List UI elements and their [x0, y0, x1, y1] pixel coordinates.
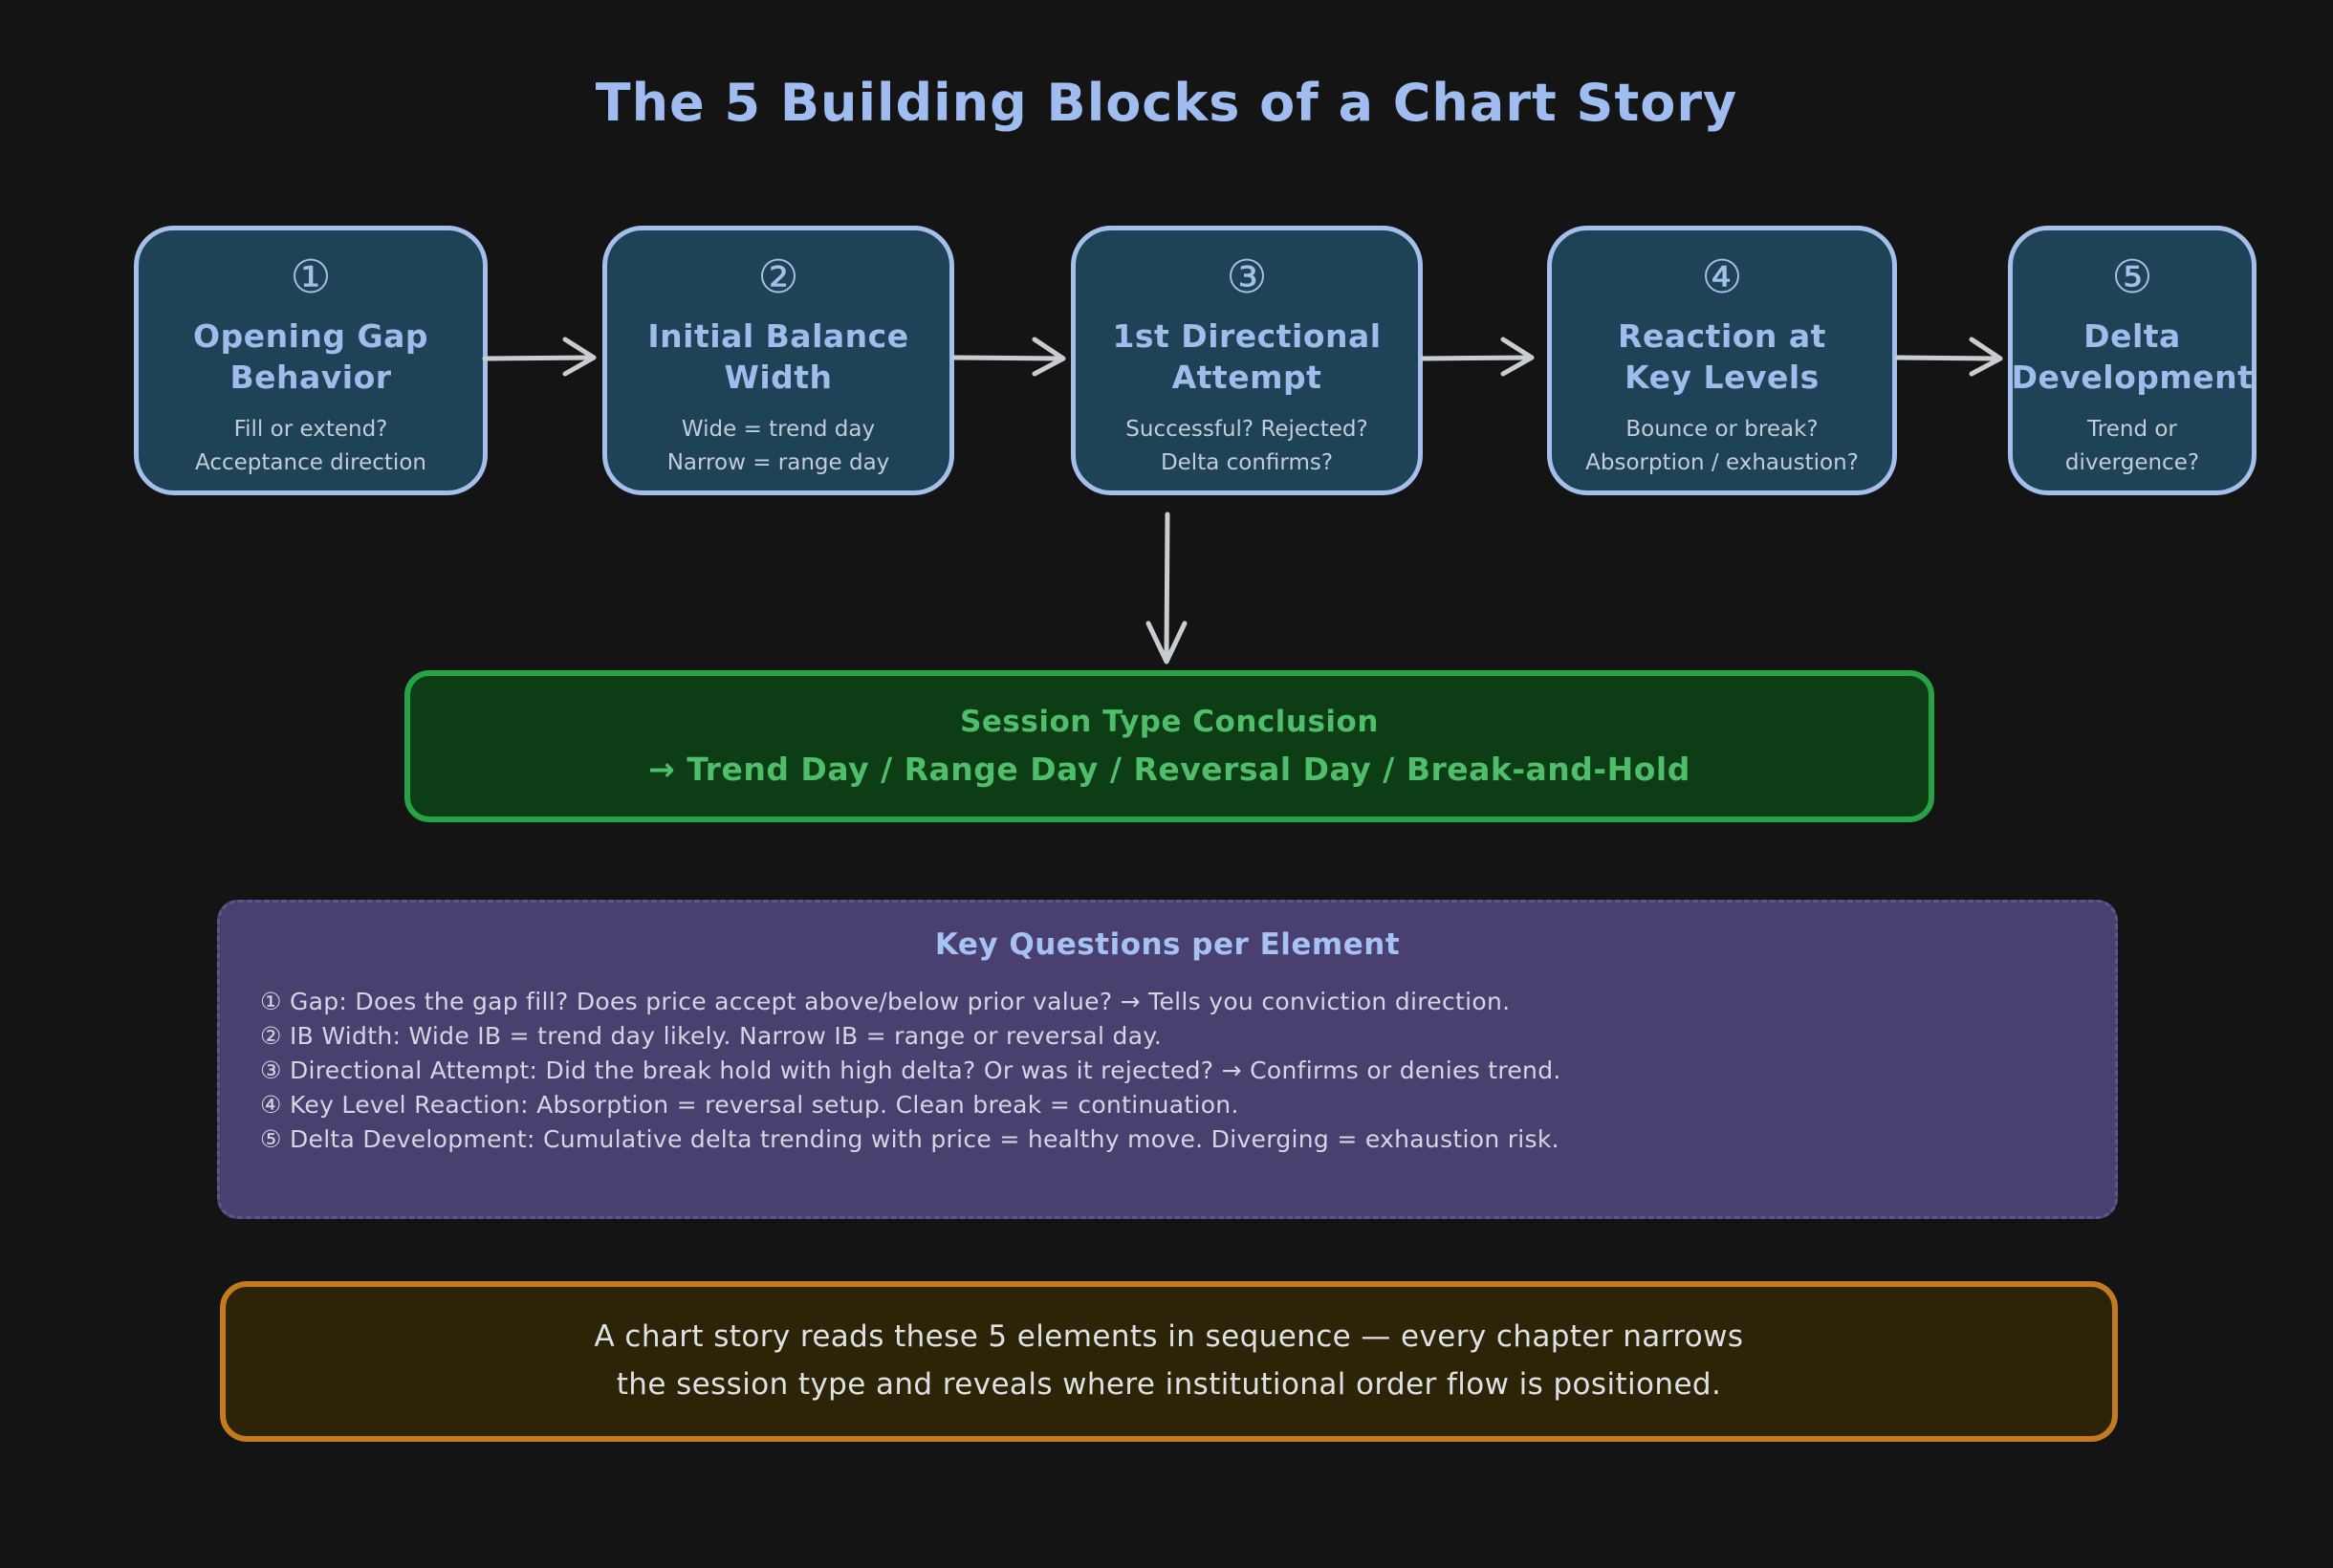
- circled-number-5: ⑤: [2111, 250, 2153, 304]
- block-subtitle-line1: Trend or: [2087, 417, 2177, 443]
- block-title-line2: Width: [724, 359, 833, 397]
- circled-number-3: ③: [1226, 250, 1268, 304]
- block-title-line1: Initial Balance: [647, 317, 909, 356]
- key-question-item-5: ⑤ Delta Development: Cumulative delta tr…: [260, 1125, 1559, 1153]
- circled-number-1: ①: [290, 250, 332, 304]
- key-question-item-3: ③ Directional Attempt: Did the break hol…: [260, 1056, 1561, 1084]
- summary-line-1: A chart story reads these 5 elements in …: [594, 1319, 1744, 1355]
- arrow-right-icon: [951, 337, 1066, 377]
- block-directional-attempt: ③ 1st Directional Attempt Successful? Re…: [1071, 226, 1423, 495]
- key-questions-title: Key Questions per Element: [934, 927, 1401, 962]
- key-question-item-4: ④ Key Level Reaction: Absorption = rever…: [260, 1091, 1239, 1119]
- block-subtitle: Bounce or break? Absorption / exhaustion…: [1585, 413, 1859, 479]
- block-title-line2: Attempt: [1171, 359, 1322, 397]
- block-title-line2: Behavior: [229, 359, 392, 397]
- conclusion-title: Session Type Conclusion: [960, 705, 1379, 739]
- key-question-item-1: ① Gap: Does the gap fill? Does price acc…: [260, 988, 1511, 1015]
- block-subtitle-line2: Narrow = range day: [666, 449, 890, 475]
- block-title: Initial Balance Width: [647, 316, 908, 399]
- circled-number-4: ④: [1701, 250, 1743, 304]
- arrow-down-icon: [1145, 512, 1188, 664]
- conclusion-line: → Trend Day / Range Day / Reversal Day /…: [648, 751, 1690, 788]
- block-title-line1: Reaction at: [1618, 317, 1826, 356]
- block-title-line1: Opening Gap: [193, 317, 428, 356]
- block-title-line2: Key Levels: [1624, 359, 1820, 397]
- summary-line-2: the session type and reveals where insti…: [616, 1367, 1722, 1402]
- block-subtitle: Wide = trend day Narrow = range day: [667, 413, 890, 479]
- summary-note-box: A chart story reads these 5 elements in …: [220, 1281, 2118, 1442]
- key-questions-panel: Key Questions per Element ① Gap: Does th…: [217, 900, 2118, 1219]
- block-subtitle-line2: Absorption / exhaustion?: [1585, 449, 1859, 475]
- arrow-right-icon: [482, 337, 597, 377]
- session-type-conclusion-box: Session Type Conclusion → Trend Day / Ra…: [404, 670, 1934, 822]
- block-title-line1: 1st Directional: [1112, 317, 1382, 356]
- block-subtitle-line2: Acceptance direction: [195, 449, 426, 475]
- key-questions-list: ① Gap: Does the gap fill? Does price acc…: [260, 985, 2075, 1157]
- block-title: 1st Directional Attempt: [1112, 316, 1381, 399]
- block-title: Reaction at Key Levels: [1618, 316, 1826, 399]
- block-initial-balance: ② Initial Balance Width Wide = trend day…: [602, 226, 954, 495]
- diagram-title: The 5 Building Blocks of a Chart Story: [595, 73, 1738, 133]
- block-opening-gap: ① Opening Gap Behavior Fill or extend? A…: [134, 226, 488, 495]
- arrow-right-icon: [1420, 337, 1535, 377]
- block-delta-development: ⑤ Delta Development Trend or divergence?: [2008, 226, 2257, 495]
- key-question-item-2: ② IB Width: Wide IB = trend day likely. …: [260, 1022, 1163, 1050]
- block-subtitle-line1: Bounce or break?: [1625, 417, 1819, 443]
- block-key-levels: ④ Reaction at Key Levels Bounce or break…: [1547, 226, 1897, 495]
- arrow-right-icon: [1894, 337, 2003, 377]
- block-title: Opening Gap Behavior: [193, 316, 428, 399]
- circled-number-2: ②: [757, 250, 799, 304]
- block-title-line2: Development: [2011, 359, 2254, 397]
- block-subtitle-line2: Delta confirms?: [1160, 449, 1334, 475]
- block-subtitle: Successful? Rejected? Delta confirms?: [1125, 413, 1367, 479]
- block-subtitle-line1: Wide = trend day: [681, 417, 876, 443]
- block-subtitle: Fill or extend? Acceptance direction: [195, 413, 426, 479]
- block-subtitle-line2: divergence?: [2064, 449, 2200, 475]
- block-title-line1: Delta: [2083, 317, 2181, 356]
- block-subtitle-line1: Successful? Rejected?: [1125, 417, 1368, 443]
- block-subtitle-line1: Fill or extend?: [233, 417, 388, 443]
- block-subtitle: Trend or divergence?: [2065, 413, 2199, 479]
- block-title: Delta Development: [2012, 316, 2254, 399]
